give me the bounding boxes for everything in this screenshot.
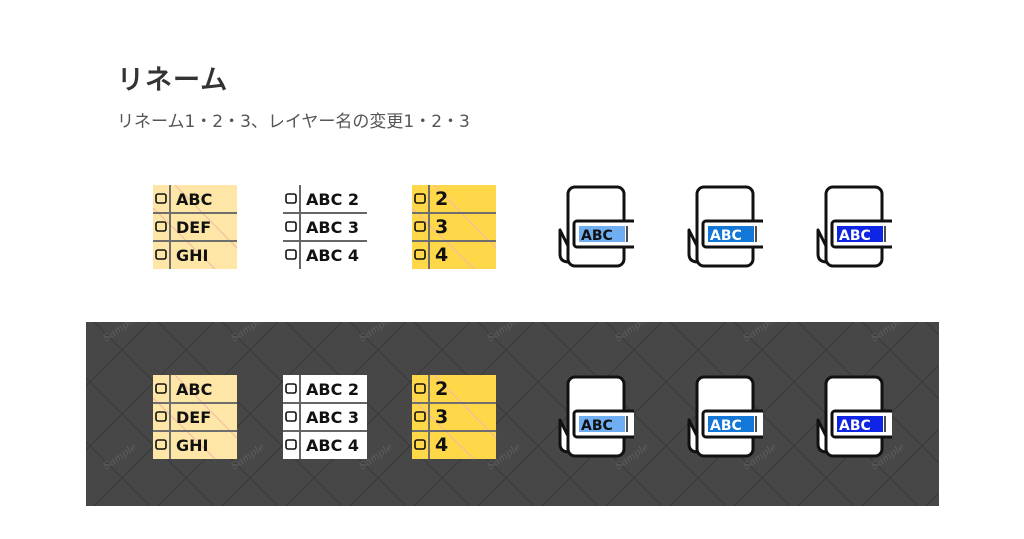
sample-watermark-lines — [152, 184, 238, 270]
rename-list-digits-icon: 2 3 4 — [404, 368, 504, 468]
list-background — [283, 185, 367, 269]
item-label: ABC — [176, 380, 212, 399]
name-selection — [579, 416, 625, 432]
rename-list-digits-graphic: 2 3 4 — [411, 374, 497, 460]
page-subtitle: リネーム1・2・3、レイヤー名の変更1・2・3 — [117, 112, 470, 132]
layer-rename-file-light-icon: ABC — [534, 178, 634, 278]
rename-list-abc-icon: ABC DEF GHI — [145, 368, 245, 468]
checkbox-icon — [285, 193, 297, 204]
rename-list-abc-icon: ABC DEF GHI — [145, 178, 245, 278]
item-label: ABC 3 — [306, 408, 359, 427]
rename-list-digits-icon: 2 3 4 — [404, 178, 504, 278]
name-field-label: ABC — [839, 228, 871, 244]
checkbox-icon — [285, 411, 297, 422]
name-field-label: ABC — [581, 418, 613, 434]
page-title: リネーム — [117, 65, 229, 96]
item-label: ABC 3 — [306, 218, 359, 237]
layer-rename-file-medium-graphic: ABC — [687, 375, 763, 458]
checkbox-icon — [414, 411, 426, 422]
watermark-text: Sample — [101, 322, 138, 344]
item-label: 4 — [435, 434, 448, 456]
item-label: ABC 4 — [306, 436, 359, 455]
list-background — [153, 375, 237, 459]
rename-list-abc-graphic: ABC DEF GHI — [152, 374, 238, 460]
item-label: 4 — [435, 244, 448, 266]
checkbox-icon — [414, 193, 426, 204]
checkbox-icon — [155, 383, 167, 394]
watermark-text: Sample — [357, 322, 394, 344]
rename-list-numbered-graphic: ABC 2 ABC 3 ABC 4 — [283, 375, 367, 459]
watermark-text: Sample — [485, 322, 522, 344]
item-label: DEF — [176, 408, 211, 427]
name-selection — [708, 416, 754, 432]
watermark-text: Sample — [229, 322, 266, 344]
name-selection — [837, 226, 883, 242]
layer-rename-file-light-icon: ABC — [534, 368, 634, 468]
layer-rename-file-deep-icon: ABC — [792, 178, 892, 278]
checkbox-icon — [155, 411, 167, 422]
checkbox-icon — [285, 221, 297, 232]
rename-list-numbered-icon: ABC 2 ABC 3 ABC 4 — [275, 368, 375, 468]
watermark-text: Sample — [613, 322, 650, 344]
item-label: ABC 4 — [306, 246, 359, 265]
checkbox-icon — [285, 249, 297, 260]
name-selection — [579, 226, 625, 242]
item-label: 2 — [435, 188, 448, 210]
rename-list-numbered-icon: ABC 2 ABC 3 ABC 4 — [275, 178, 375, 278]
name-selection — [708, 226, 754, 242]
layer-rename-file-deep-graphic: ABC — [816, 375, 892, 458]
layer-rename-file-medium-icon: ABC — [663, 178, 763, 278]
list-background — [412, 185, 496, 269]
sample-watermark-lines — [152, 374, 238, 460]
checkbox-icon — [155, 221, 167, 232]
dark-preview-panel: Sample Sample Sample Sample Sample Sample Samp… — [86, 322, 939, 506]
item-label: DEF — [176, 218, 211, 237]
watermark-text: Sample — [741, 322, 778, 344]
layer-rename-file-medium-icon: ABC — [663, 368, 763, 468]
name-field-label: ABC — [581, 228, 613, 244]
layer-rename-file-deep-graphic: ABC — [816, 185, 892, 268]
item-label: ABC — [176, 190, 212, 209]
sample-watermark-lines — [411, 184, 497, 270]
icon-row-light-background: ABC DEF GHI ABC 2 ABC 3 ABC 4 2 3 4 ABC ABC ABC — [0, 178, 1024, 278]
rename-list-numbered-graphic: ABC 2 ABC 3 ABC 4 — [283, 185, 367, 269]
checkbox-icon — [414, 221, 426, 232]
checkbox-icon — [285, 439, 297, 450]
layer-rename-file-deep-icon: ABC — [792, 368, 892, 468]
item-label: 3 — [435, 406, 448, 428]
name-field-label: ABC — [710, 228, 742, 244]
checkbox-icon — [414, 439, 426, 450]
watermark-text: Sample — [869, 322, 906, 344]
checkbox-icon — [285, 383, 297, 394]
checkbox-icon — [155, 439, 167, 450]
layer-rename-file-medium-graphic: ABC — [687, 185, 763, 268]
item-label: GHI — [176, 246, 208, 265]
rename-list-digits-graphic: 2 3 4 — [411, 184, 497, 270]
name-selection — [837, 416, 883, 432]
sample-watermark-lines — [411, 374, 497, 460]
name-field-label: ABC — [839, 418, 871, 434]
layer-rename-file-light-graphic: ABC — [558, 375, 634, 458]
checkbox-icon — [155, 249, 167, 260]
checkbox-icon — [155, 193, 167, 204]
item-label: 3 — [435, 216, 448, 238]
layer-rename-file-light-graphic: ABC — [558, 185, 634, 268]
item-label: 2 — [435, 378, 448, 400]
rename-list-abc-graphic: ABC DEF GHI — [152, 184, 238, 270]
item-label: GHI — [176, 436, 208, 455]
list-background — [412, 375, 496, 459]
checkbox-icon — [414, 249, 426, 260]
item-label: ABC 2 — [306, 190, 359, 209]
name-field-label: ABC — [710, 418, 742, 434]
checkbox-icon — [414, 383, 426, 394]
icon-row-dark-background: ABC DEF GHI ABC 2 ABC 3 ABC 4 2 3 4 ABC ABC ABC — [0, 368, 1024, 468]
item-label: ABC 2 — [306, 380, 359, 399]
list-background — [153, 185, 237, 269]
list-background — [283, 375, 367, 459]
